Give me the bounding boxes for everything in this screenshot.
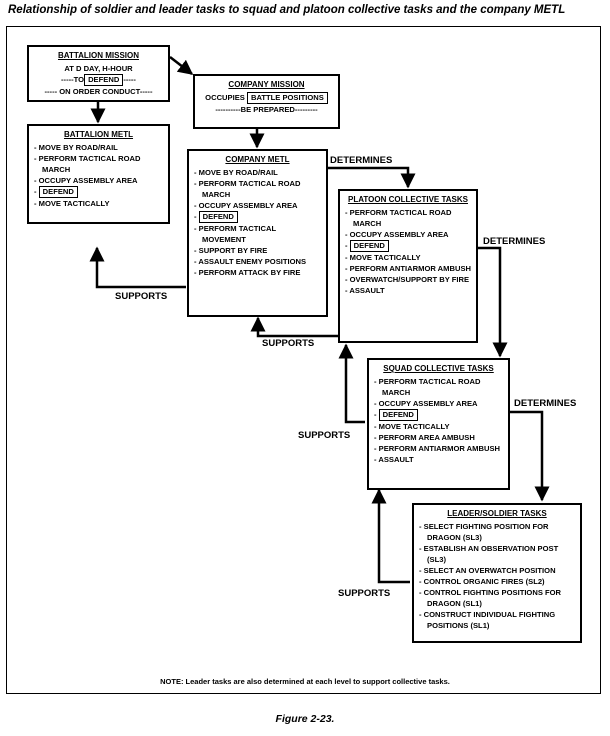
defend-box: DEFEND: [349, 240, 389, 252]
list-item: - SELECT FIGHTING POSITION FOR DRAGON (S…: [419, 522, 549, 542]
squad-tasks-box: SQUAD COLLECTIVE TASKS - PERFORM TACTICA…: [367, 358, 510, 490]
defend-box: DEFEND: [38, 186, 78, 198]
battalion-mission-box: BATTALION MISSION AT D DAY, H-HOUR -----…: [27, 45, 170, 102]
list-item: - CONTROL FIGHTING POSITIONS FOR DRAGON …: [419, 588, 562, 608]
defend-box: DEFEND: [84, 74, 124, 86]
list-item: - OCCUPY ASSEMBLY AREA: [194, 201, 298, 210]
company-metl-list: - MOVE BY ROAD/RAIL - PERFORM TACTICAL R…: [194, 167, 321, 278]
list-item: - OCCUPY ASSEMBLY AREA: [345, 230, 449, 239]
list-item: - PERFORM ATTACK BY FIRE: [194, 268, 301, 277]
list-item: - DEFEND: [194, 211, 321, 223]
company-metl-box: COMPANY METL - MOVE BY ROAD/RAIL - PERFO…: [187, 149, 328, 317]
list-item: - PERFORM TACTICAL ROAD MARCH: [194, 179, 301, 199]
list-item: - PERFORM ANTIARMOR AMBUSH: [374, 444, 500, 453]
list-item: - MOVE TACTICALLY: [34, 199, 110, 208]
diagram-frame: [6, 26, 601, 694]
arrow-company-supports-battalion: [89, 246, 186, 289]
list-item: - DEFEND: [34, 186, 163, 198]
list-item: - SUPPORT BY FIRE: [194, 246, 268, 255]
platoon-tasks-heading: PLATOON COLLECTIVE TASKS: [347, 195, 468, 204]
battalion-mission-line1: AT D DAY, H-HOUR: [64, 64, 133, 73]
company-mission-heading: COMPANY MISSION: [228, 80, 305, 89]
figure-title: Relationship of soldier and leader tasks…: [8, 4, 566, 16]
arrow-platoon-supports-company: [250, 316, 338, 338]
list-item: - CONTROL ORGANIC FIRES (SL2): [419, 577, 545, 586]
defend-box: DEFEND: [378, 409, 418, 421]
figure-caption: Figure 2-23.: [275, 713, 335, 725]
list-item: - PERFORM AREA AMBUSH: [374, 433, 475, 442]
arrow-leader-supports-squad: [371, 488, 410, 584]
list-item: - MOVE BY ROAD/RAIL: [194, 168, 278, 177]
supports-label: SUPPORTS: [262, 338, 315, 349]
company-mission-line1: OCCUPIES BATTLE POSITIONS: [200, 92, 333, 104]
list-item: - SELECT AN OVERWATCH POSITION: [419, 566, 556, 575]
battle-positions-box: BATTLE POSITIONS: [246, 92, 328, 104]
list-item: - ASSAULT: [345, 286, 385, 295]
determines-label: DETERMINES: [514, 398, 577, 409]
battalion-metl-heading: BATTALION METL: [63, 130, 134, 139]
list-item: - PERFORM TACTICAL ROAD MARCH: [34, 154, 141, 174]
list-item: - OCCUPY ASSEMBLY AREA: [34, 176, 138, 185]
battalion-mission-line3: ----- ON ORDER CONDUCT-----: [44, 87, 153, 96]
list-item: - MOVE TACTICALLY: [374, 422, 450, 431]
supports-label: SUPPORTS: [115, 291, 168, 302]
list-item: - PERFORM TACTICAL ROAD MARCH: [345, 208, 452, 228]
battalion-metl-box: BATTALION METL - MOVE BY ROAD/RAIL - PER…: [27, 124, 170, 224]
platoon-tasks-list: - PERFORM TACTICAL ROAD MARCH - OCCUPY A…: [345, 207, 471, 296]
list-item: - MOVE TACTICALLY: [345, 253, 421, 262]
list-item: - OCCUPY ASSEMBLY AREA: [374, 399, 478, 408]
list-item: - CONSTRUCT INDIVIDUAL FIGHTING POSITION…: [419, 610, 556, 630]
determines-label: DETERMINES: [330, 155, 393, 166]
company-metl-heading: COMPANY METL: [225, 155, 290, 164]
list-item: - PERFORM TACTICAL ROAD MARCH: [374, 377, 481, 397]
platoon-tasks-box: PLATOON COLLECTIVE TASKS - PERFORM TACTI…: [338, 189, 478, 343]
list-item: - ESTABLISH AN OBSERVATION POST (SL3): [419, 544, 559, 564]
list-item: - PERFORM TACTICAL MOVEMENT: [194, 224, 276, 244]
list-item: - MOVE BY ROAD/RAIL: [34, 143, 118, 152]
squad-tasks-heading: SQUAD COLLECTIVE TASKS: [383, 364, 494, 373]
list-item: - ASSAULT ENEMY POSITIONS: [194, 257, 307, 266]
leader-soldier-tasks-box: LEADER/SOLDIER TASKS - SELECT FIGHTING P…: [412, 503, 582, 643]
leader-soldier-tasks-list: - SELECT FIGHTING POSITION FOR DRAGON (S…: [419, 521, 575, 631]
company-mission-box: COMPANY MISSION OCCUPIES BATTLE POSITION…: [193, 74, 340, 129]
diagram-note: NOTE: Leader tasks are also determined a…: [160, 677, 450, 686]
squad-tasks-list: - PERFORM TACTICAL ROAD MARCH - OCCUPY A…: [374, 376, 503, 465]
list-item: - PERFORM ANTIARMOR AMBUSH: [345, 264, 471, 273]
arrow-squad-supports-platoon: [338, 343, 365, 424]
determines-label: DETERMINES: [483, 236, 546, 247]
list-item: - DEFEND: [345, 240, 471, 252]
battalion-metl-list: - MOVE BY ROAD/RAIL - PERFORM TACTICAL R…: [34, 142, 163, 209]
leader-soldier-tasks-heading: LEADER/SOLDIER TASKS: [447, 509, 547, 518]
arrow-mission-to-company-mission: [169, 56, 194, 75]
supports-label: SUPPORTS: [298, 430, 351, 441]
arrow-squad-determines-leader: [510, 410, 550, 502]
list-item: - OVERWATCH/SUPPORT BY FIRE: [345, 275, 470, 284]
list-item: - DEFEND: [374, 409, 503, 421]
defend-box: DEFEND: [198, 211, 238, 223]
list-item: - ASSAULT: [374, 455, 414, 464]
supports-label: SUPPORTS: [338, 588, 391, 599]
company-mission-line2: ----------BE PREPARED---------: [215, 105, 318, 114]
battalion-mission-heading: BATTALION MISSION: [57, 51, 140, 60]
arrow-company-determines-platoon: [328, 166, 416, 189]
arrow-platoon-determines-squad: [478, 246, 508, 358]
